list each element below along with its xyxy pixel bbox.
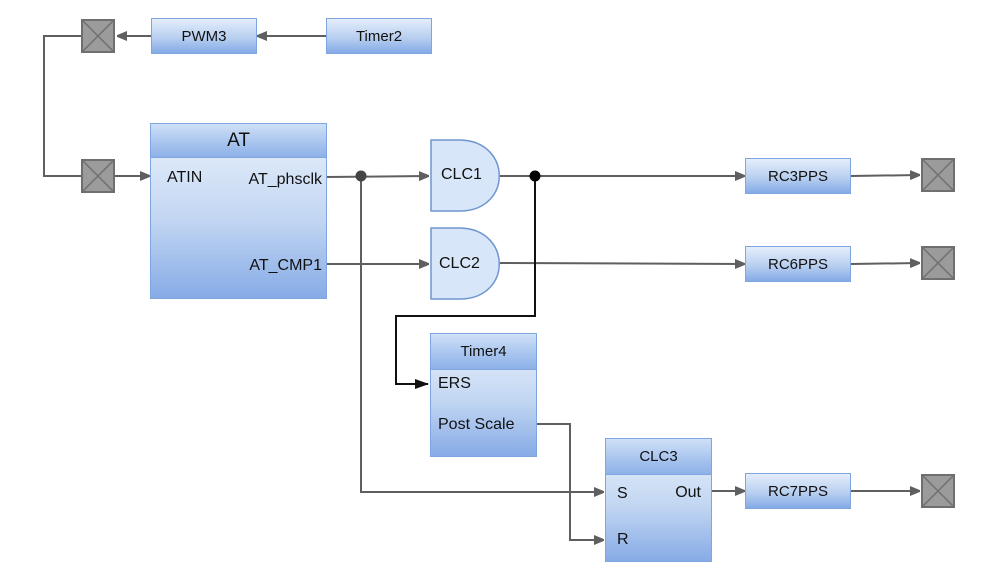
pin-x-icon [83, 161, 113, 191]
timer4-title: Timer4 [460, 343, 507, 360]
wire-phsclk-clc3-s [360, 176, 603, 492]
timer4-port-postscale[interactable]: Post Scale [438, 416, 515, 433]
at-port-phsclk[interactable]: AT_phsclk [248, 171, 322, 188]
pin-x-icon [83, 21, 113, 51]
rc7pps-block[interactable]: RC7PPS [745, 473, 851, 509]
rc3pps-block[interactable]: RC3PPS [745, 158, 851, 194]
clc3-port-r[interactable]: R [617, 531, 629, 548]
junction-phsclk [355, 170, 367, 182]
pin-terminal-pwm3[interactable] [81, 19, 115, 53]
pin-x-icon [923, 160, 953, 190]
clc1-label: CLC1 [441, 166, 482, 183]
wire-rc3pps-pin [850, 175, 919, 176]
pwm3-label: PWM3 [181, 27, 227, 45]
clc3-header: CLC3 [606, 439, 711, 475]
timer2-block[interactable]: Timer2 [326, 18, 432, 54]
rc6pps-label: RC6PPS [767, 255, 829, 273]
wire-rc6pps-pin [850, 263, 919, 264]
pin-x-icon [923, 476, 953, 506]
rc6pps-block[interactable]: RC6PPS [745, 246, 851, 282]
at-title: AT [227, 129, 250, 151]
pin-terminal-rc6[interactable] [921, 246, 955, 280]
wire-loop [43, 35, 81, 177]
clc2-label: CLC2 [439, 255, 480, 272]
at-port-cmp1[interactable]: AT_CMP1 [249, 257, 322, 274]
timer4-block[interactable]: Timer4 ERS Post Scale [430, 333, 537, 457]
timer2-label: Timer2 [355, 27, 403, 45]
pwm3-block[interactable]: PWM3 [151, 18, 257, 54]
at-block[interactable]: AT ATIN AT_phsclk AT_CMP1 [150, 123, 327, 299]
clc3-port-s[interactable]: S [617, 485, 628, 502]
pin-terminal-rc3[interactable] [921, 158, 955, 192]
wire-phsclk-clc1 [325, 176, 428, 177]
timer4-header: Timer4 [431, 334, 536, 370]
pin-terminal-rc7[interactable] [921, 474, 955, 508]
clc3-title: CLC3 [639, 448, 678, 465]
wire-postscale-clc3-r [536, 423, 603, 540]
wire-clc1-ers [395, 176, 536, 389]
rc3pps-label: RC3PPS [767, 167, 829, 185]
pin-terminal-atin[interactable] [81, 159, 115, 193]
clc3-port-out[interactable]: Out [675, 484, 701, 501]
at-header: AT [151, 124, 326, 158]
clc1-gate-shape[interactable] [430, 139, 500, 212]
clc2-gate-shape[interactable] [430, 227, 500, 300]
wire-clc2-rc6pps [499, 263, 744, 264]
timer4-port-ers[interactable]: ERS [438, 375, 471, 392]
pin-x-icon [923, 248, 953, 278]
clc3-block[interactable]: CLC3 S Out R [605, 438, 712, 562]
rc7pps-label: RC7PPS [767, 482, 829, 500]
at-port-atin[interactable]: ATIN [167, 169, 203, 186]
junction-clc1-out [529, 170, 541, 182]
